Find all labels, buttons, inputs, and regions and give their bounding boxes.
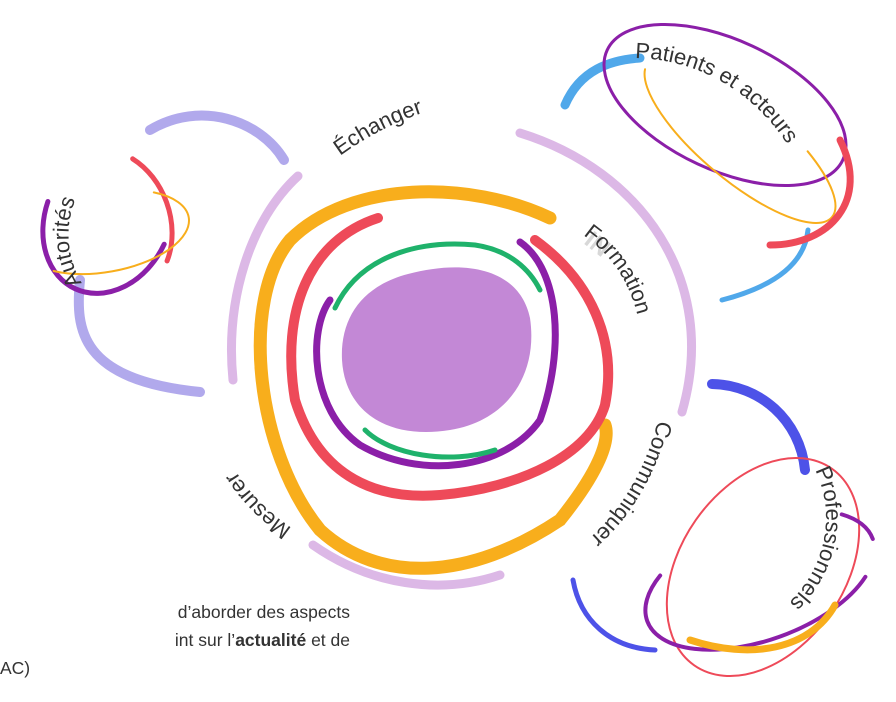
body-line-2-post: et de <box>306 630 350 650</box>
professionnels-satellite <box>570 379 877 677</box>
patients-label: Patients et acteurs <box>635 38 804 147</box>
professionnels-label: Professionnels <box>785 462 846 616</box>
outer-ring <box>227 128 696 590</box>
outer-ring-top-left-arc <box>227 171 303 385</box>
autorites-purple-ellipse <box>40 140 176 296</box>
professionnels-orange-arc <box>686 601 839 654</box>
green-ring <box>332 241 543 460</box>
body-line-2-pre: int sur l’ <box>174 630 236 650</box>
autorites-satellite <box>20 110 289 397</box>
professionnels-indigo-arc-2 <box>570 577 658 653</box>
patients-satellite <box>560 22 854 303</box>
autorites-orange-ellipse <box>20 188 190 276</box>
outer-ring-top-arc <box>515 128 696 417</box>
orange-ring <box>253 185 613 575</box>
red-ring <box>286 213 614 501</box>
body-paragraph: d’aborder des aspects int sur l’actualit… <box>0 598 350 682</box>
echanger-label: Échanger <box>329 94 425 160</box>
autorites-periwinkle-loop <box>73 110 289 397</box>
professionnels-purple-ellipse <box>643 508 877 652</box>
body-line-2-bold: actualité <box>235 630 307 650</box>
patients-blue-arc <box>560 53 645 110</box>
body-line-1-text: d’aborder des aspects <box>177 602 350 622</box>
body-line-3-text: AC) <box>0 658 31 678</box>
outer-ring-bottom-arc <box>308 540 505 590</box>
professionnels-red-ellipse <box>665 457 861 677</box>
body-line-2: int sur l’actualité et de <box>0 626 350 654</box>
patients-red-arc <box>766 136 854 249</box>
body-line-3: AC) <box>0 654 350 682</box>
body-line-1: d’aborder des aspects <box>0 598 350 626</box>
core-blob <box>341 267 532 433</box>
patients-purple-ellipse <box>602 22 848 188</box>
inner-rings <box>253 185 614 575</box>
autorites-red-ellipse <box>49 147 175 297</box>
autorites-label: Autorités <box>48 193 86 292</box>
purple-ring <box>313 238 559 470</box>
professionnels-indigo-arc <box>707 379 810 475</box>
patients-orange-ellipse <box>643 56 837 224</box>
